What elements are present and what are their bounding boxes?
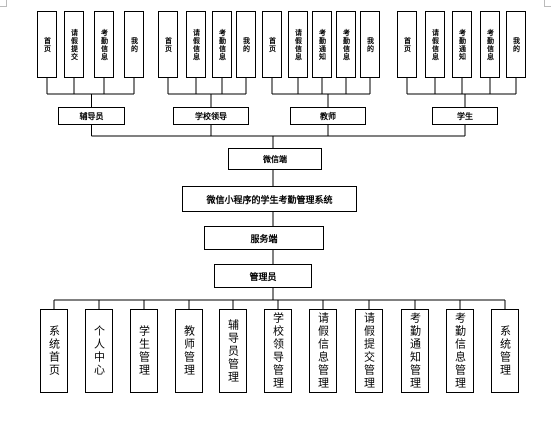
page-corner-mark	[544, 0, 551, 7]
module-3-item-3: 考勤信息	[480, 11, 500, 78]
module-0-item-1: 请假提交	[64, 11, 84, 78]
admin-module-6: 请假信息管理	[309, 309, 337, 393]
role-box-3: 学生	[432, 107, 498, 125]
role-box-1: 学校领导	[173, 107, 249, 125]
role-box-0: 辅导员	[58, 107, 125, 125]
system-title-box: 微信小程序的学生考勤管理系统	[182, 186, 357, 212]
module-2-item-4: 我的	[360, 11, 380, 78]
admin-module-9: 考勤信息管理	[446, 309, 474, 393]
module-2-item-3: 考勤信息	[336, 11, 356, 78]
module-2-item-1: 请假信息	[288, 11, 308, 78]
server-box: 服务端	[204, 226, 324, 250]
admin-module-4: 辅导员管理	[219, 309, 247, 393]
module-3-item-4: 我的	[506, 11, 526, 78]
module-1-item-2: 考勤信息	[212, 11, 232, 78]
module-0-item-3: 我的	[124, 11, 144, 78]
module-2-item-2: 考勤通知	[312, 11, 332, 78]
module-0-item-0: 首页	[37, 11, 57, 78]
module-1-item-3: 我的	[236, 11, 256, 78]
module-3-item-0: 首页	[397, 11, 417, 78]
admin-module-3: 教师管理	[175, 309, 203, 393]
admin-module-2: 学生管理	[130, 309, 158, 393]
admin-module-10: 系统管理	[491, 309, 519, 393]
module-3-item-2: 考勤通知	[452, 11, 472, 78]
module-1-item-0: 首页	[158, 11, 178, 78]
admin-module-8: 考勤通知管理	[401, 309, 429, 393]
module-2-item-0: 首页	[262, 11, 282, 78]
module-3-item-1: 请假信息	[425, 11, 445, 78]
wechat-client-box: 微信端	[228, 148, 322, 170]
page-corner-mark	[0, 0, 7, 7]
admin-module-7: 请假提交管理	[355, 309, 383, 393]
admin-module-5: 学校领导管理	[264, 309, 292, 393]
module-1-item-1: 请假信息	[186, 11, 206, 78]
admin-module-0: 系统首页	[40, 309, 68, 393]
role-box-2: 教师	[290, 107, 366, 125]
module-0-item-2: 考勤信息	[94, 11, 114, 78]
admin-module-1: 个人中心	[85, 309, 113, 393]
admin-box: 管理员	[214, 264, 312, 288]
